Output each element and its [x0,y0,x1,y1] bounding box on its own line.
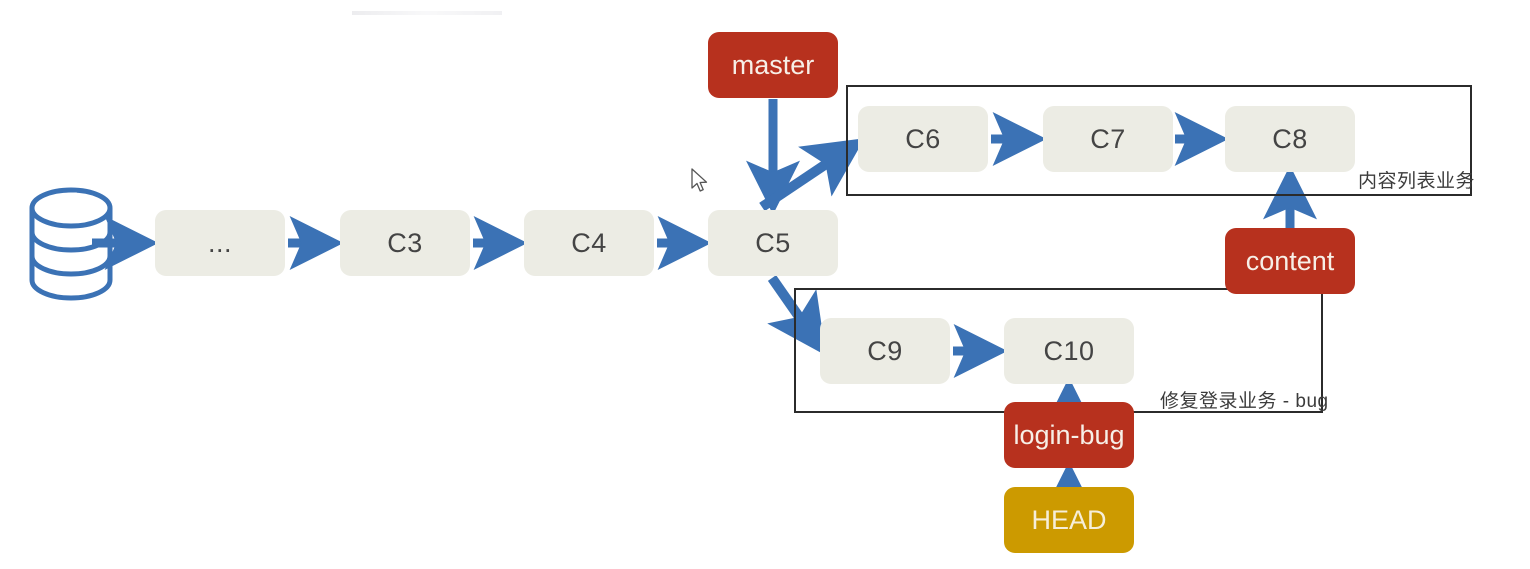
database-cylinder-icon [29,187,113,301]
commit-node-c8[interactable]: C8 [1225,106,1355,172]
commit-node-c4[interactable]: C4 [524,210,654,276]
commit-node-c9[interactable]: C9 [820,318,950,384]
commit-node-c7[interactable]: C7 [1043,106,1173,172]
group-label-login-bug: 修复登录业务 - bug [1160,391,1329,412]
top-edge-artifact [352,11,502,15]
branch-ref-content[interactable]: content [1225,228,1355,294]
edge-c5-to-c6 [759,138,865,212]
group-label-content: 内容列表业务 [1358,171,1476,192]
commit-node-c10[interactable]: C10 [1004,318,1134,384]
branch-ref-master[interactable]: master [708,32,838,98]
group-box-content [846,85,1472,196]
commit-node-ellipsis[interactable]: ... [155,210,285,276]
mouse-pointer-icon [691,168,708,192]
commit-node-c5[interactable]: C5 [708,210,838,276]
branch-ref-login-bug[interactable]: login-bug [1004,402,1134,468]
head-pointer[interactable]: HEAD [1004,487,1134,553]
commit-node-c3[interactable]: C3 [340,210,470,276]
commit-node-c6[interactable]: C6 [858,106,988,172]
